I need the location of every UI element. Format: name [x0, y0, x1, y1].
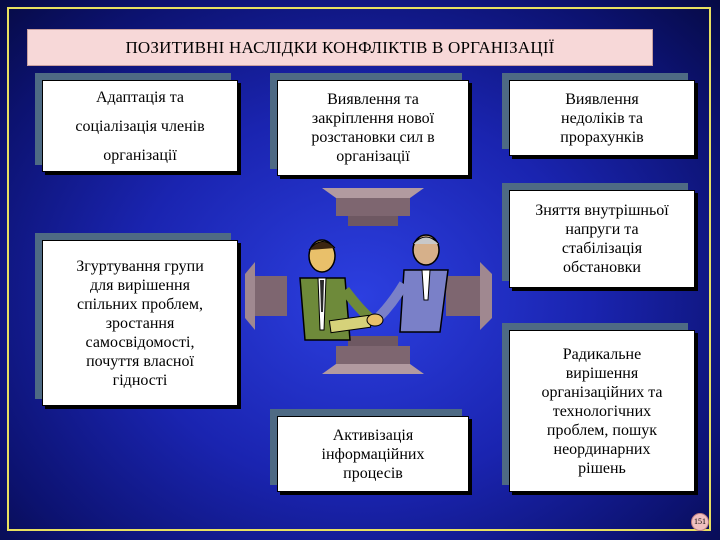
box-line: обстановки: [563, 259, 641, 276]
box-line: напруги та: [565, 221, 639, 238]
box-group-cohesion-text: Згуртування групи для вирішення спільних…: [76, 257, 204, 390]
box-line: самосвідомості,: [85, 333, 195, 351]
box-power-distribution-text: Виявлення та закріплення нової розстанов…: [311, 90, 434, 166]
box-line: організації: [103, 146, 177, 164]
box-line: процесів: [343, 464, 403, 482]
box-line: гідності: [112, 371, 168, 389]
box-line: почуття власної: [86, 352, 194, 370]
slide-title: ПОЗИТИВНІ НАСЛІДКИ КОНФЛІКТІВ В ОРГАНІЗА…: [27, 29, 653, 66]
box-line: технологічних: [552, 402, 652, 420]
box-radical-solutions-text: Радикальне вирішення організаційних та т…: [541, 345, 662, 478]
box-adaptation-text: Адаптація та соціалізація членів організ…: [75, 83, 204, 170]
box-line: Зняття внутрішньої: [535, 202, 669, 219]
box-line: Радикальне: [562, 345, 642, 363]
box-group-cohesion: Згуртування групи для вирішення спільних…: [42, 240, 238, 406]
box-shortcomings-text: Виявлення недоліків та прорахунків: [560, 90, 643, 147]
box-line: стабілізація: [561, 240, 643, 257]
box-line: недоліків та: [561, 109, 643, 127]
arrow-left: [245, 262, 287, 330]
box-information-activation-text: Активізація інформаційних процесів: [322, 426, 425, 483]
left-businessman: [299, 239, 376, 341]
page-number-badge: 151: [691, 513, 709, 531]
box-line: неординарних: [553, 440, 651, 458]
box-adaptation: Адаптація та соціалізація членів організ…: [42, 80, 238, 172]
box-line: Адаптація та: [95, 88, 185, 106]
box-line: вирішення: [565, 364, 639, 382]
box-line: зростання: [105, 314, 175, 332]
box-line: Згуртування групи: [76, 257, 204, 275]
box-radical-solutions: Радикальне вирішення організаційних та т…: [509, 330, 695, 492]
arrow-down: [322, 336, 424, 374]
box-power-distribution: Виявлення та закріплення нової розстанов…: [277, 80, 469, 176]
box-line: прорахунків: [560, 128, 644, 146]
box-line: інформаційних: [321, 445, 425, 463]
box-line: проблем, пошук: [546, 421, 658, 439]
box-shortcomings: Виявлення недоліків та прорахунків: [509, 80, 695, 156]
box-line: рішень: [578, 459, 626, 477]
box-line: Виявлення та: [327, 91, 419, 108]
box-information-activation: Активізація інформаційних процесів: [277, 416, 469, 492]
slide-frame: [7, 7, 711, 531]
right-businessman: [374, 234, 449, 333]
box-line: спільних проблем,: [76, 295, 204, 313]
box-line: організаційних та: [541, 383, 663, 401]
box-line: організації: [336, 148, 410, 165]
handshake-illustration: [299, 234, 449, 341]
box-line: соціалізація членів: [75, 117, 205, 135]
box-line: розстановки сил в: [311, 129, 435, 146]
arrow-right: [446, 262, 492, 330]
box-tension-relief: Зняття внутрішньої напруги та стабілізац…: [509, 190, 695, 288]
box-line: закріплення нової: [311, 110, 435, 127]
box-line: Активізація: [332, 426, 414, 444]
arrow-up: [322, 188, 424, 226]
box-line: для вирішення: [90, 276, 190, 294]
box-line: Виявлення: [565, 90, 639, 108]
box-tension-relief-text: Зняття внутрішньої напруги та стабілізац…: [535, 201, 668, 277]
